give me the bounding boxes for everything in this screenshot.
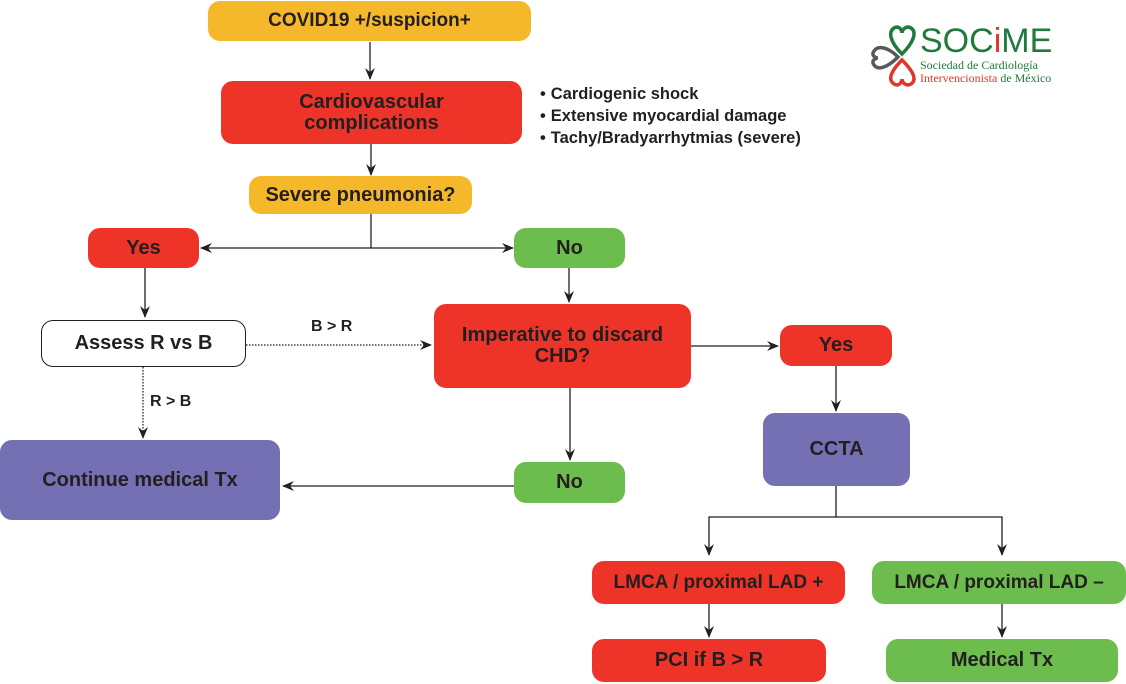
line-ccta-split-right — [836, 516, 1007, 556]
socime-logo: SOCiME Sociedad de Cardiología Intervenc… — [868, 20, 1068, 90]
complication-item: Tachy/Bradyarrhytmias (severe) — [540, 127, 801, 149]
node-covid: COVID19 +/suspicion+ — [208, 1, 531, 41]
node-pneumonia-no: No — [514, 228, 625, 268]
node-pneumonia-yes: Yes — [88, 228, 199, 268]
node-chd-no: No — [514, 462, 625, 503]
node-continue-medical-tx: Continue medical Tx — [0, 440, 280, 520]
node-lmca-negative: LMCA / proximal LAD – — [872, 561, 1126, 604]
node-severe-pneumonia: Severe pneumonia? — [249, 176, 472, 214]
complication-item: Extensive myocardial damage — [540, 105, 801, 127]
logo-subtitle-2: Intervencionista de México — [920, 71, 1052, 85]
three-hearts-icon — [871, 25, 916, 87]
logo-wordmark: SOCiME — [920, 22, 1053, 60]
node-chd-yes: Yes — [780, 325, 892, 366]
node-cardiovascular-complications: Cardiovascular complications — [221, 81, 522, 144]
complications-list: Cardiogenic shock Extensive myocardial d… — [540, 83, 801, 149]
node-assess-r-vs-b: Assess R vs B — [41, 320, 246, 367]
label-r-greater-b: R > B — [150, 393, 192, 410]
node-lmca-positive: LMCA / proximal LAD + — [592, 561, 845, 604]
node-ccta: CCTA — [763, 413, 910, 486]
node-pci: PCI if B > R — [592, 639, 826, 682]
label-b-greater-r: B > R — [311, 318, 353, 335]
node-medical-tx: Medical Tx — [886, 639, 1118, 682]
complication-item: Cardiogenic shock — [540, 83, 801, 105]
logo-subtitle-1: Sociedad de Cardiología — [920, 58, 1038, 72]
node-imperative-discard-chd: Imperative to discard CHD? — [434, 304, 691, 388]
line-ccta-split — [704, 485, 837, 556]
